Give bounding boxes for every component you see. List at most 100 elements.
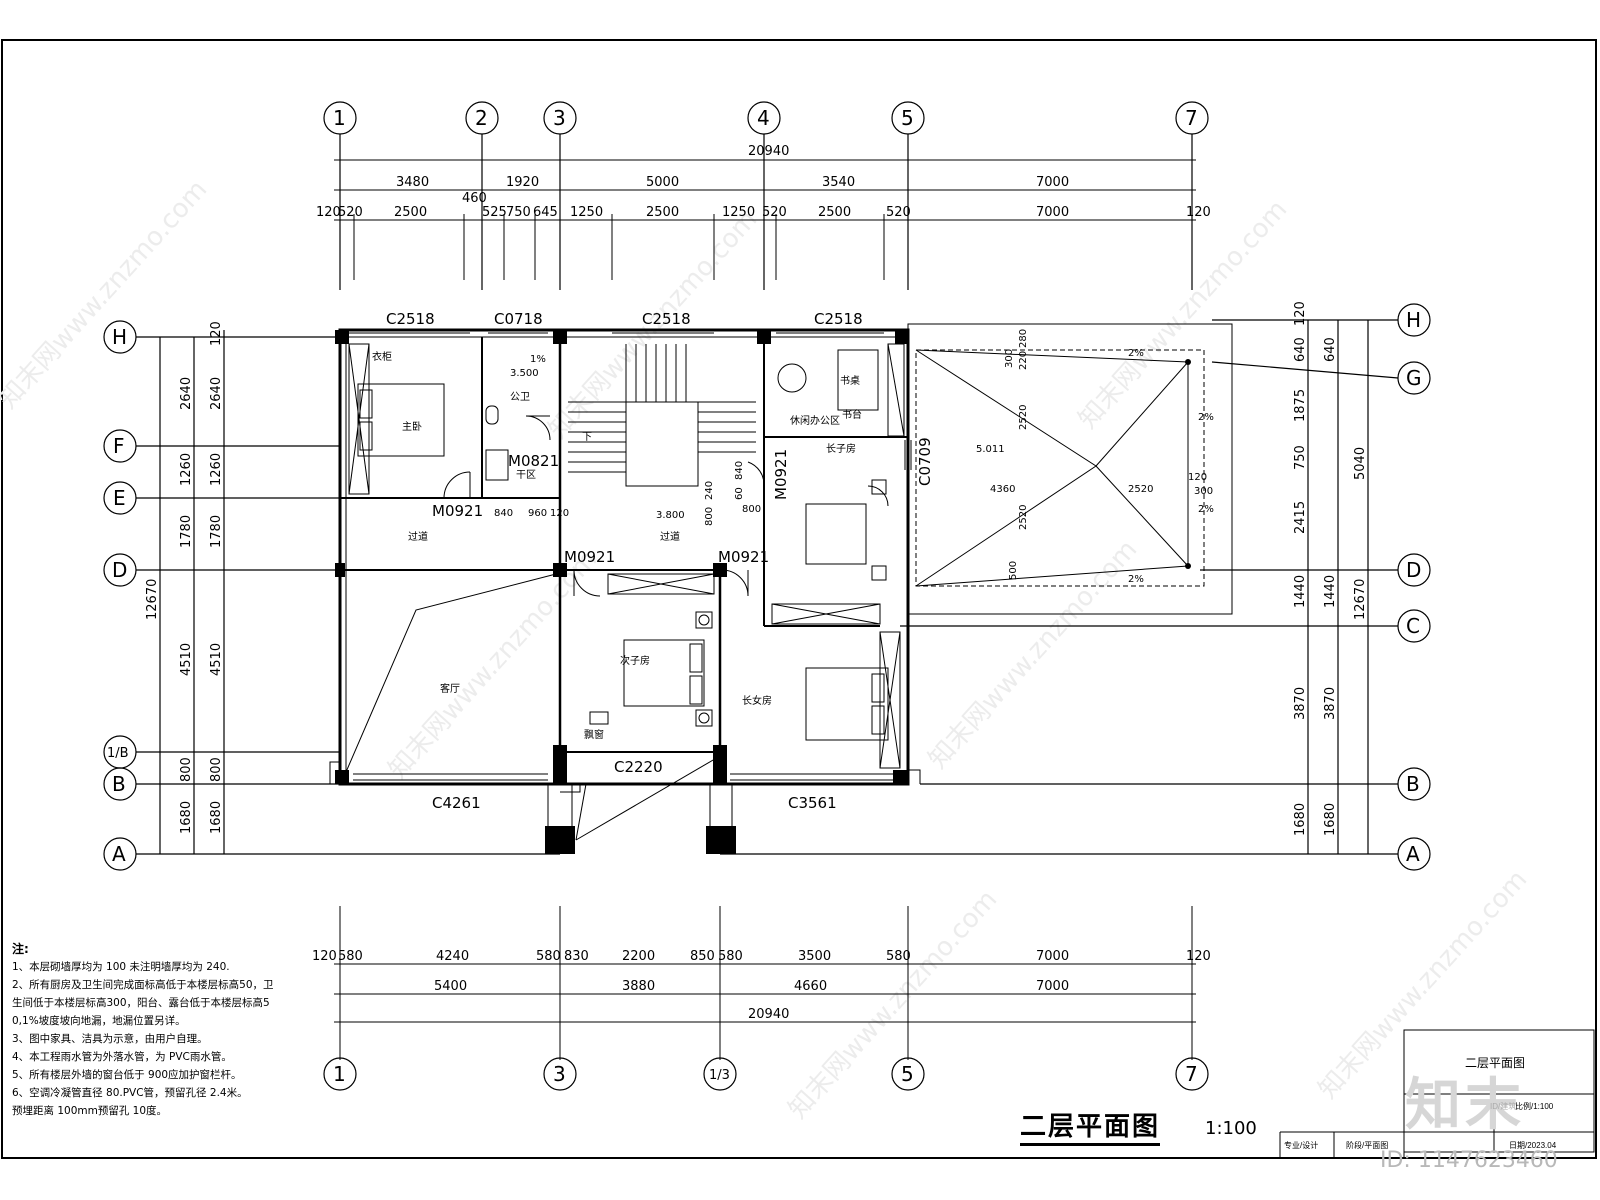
note-item: 6、空调冷凝管直径 80.PVC管，预留孔径 2.4米。 [12,1087,248,1099]
roof-dim: 300 [1194,486,1213,497]
dim-label: 2500 [394,205,427,220]
dim-label: 3500 [798,949,831,964]
furniture-label: 衣柜 [372,350,392,363]
dim-label: 3870 [1323,687,1338,720]
dim-label: 580 [338,949,363,964]
right-axis-markers [720,303,1431,871]
axis-label: D [1406,558,1421,582]
axis-label: 2 [475,106,488,130]
dim-label: 800 [179,757,194,782]
axis-label: 7 [1185,1062,1198,1086]
dim-label: 1250 [570,205,603,220]
axis-label: E [113,486,126,510]
titleblock-tag: ID/建筑 [1490,1102,1517,1111]
dim-label: 525 [482,205,507,220]
axis-label: 3 [553,1062,566,1086]
roof-dim: 280 [1018,329,1029,348]
window-code: C3561 [788,794,837,812]
dim-label: 4660 [794,979,827,994]
furniture-label: 飘窗 [584,728,604,741]
room-label-eldest-daughter: 长女房 [742,694,772,707]
note-item: 5、所有楼层外墙的窗台低于 900应加护窗栏杆。 [12,1069,242,1081]
small-dim: 960 [528,508,547,519]
top-dimension-lines [334,159,1196,280]
left-axis-markers [103,320,560,871]
sheet-border [1,39,1597,1159]
window-code: C2220 [614,758,663,776]
axis-label: H [1406,308,1421,332]
living-void-lines [345,573,721,841]
dim-label: 520 [762,205,787,220]
toilet [485,405,499,425]
drawing-scale: 1:100 [1205,1118,1257,1139]
wardrobes [348,343,905,769]
small-dim: 800 [704,507,715,526]
dim-label: 2640 [209,377,224,410]
dim-label: 120 [1186,205,1211,220]
notes-title: 注: [12,942,29,956]
structural-columns [335,330,909,854]
title-block [1279,1029,1595,1158]
roof-dim: 120 [1188,472,1207,483]
dim-label: 2200 [622,949,655,964]
dim-label: 750 [1293,445,1308,470]
doors [443,415,889,597]
axis-label: 7 [1185,106,1198,130]
slope-label: 1% [530,354,546,365]
dim-label: 1920 [506,175,539,190]
bottom-dimension-lines [334,906,1196,1060]
room-label-dry: 干区 [516,469,536,481]
window-code: C0718 [494,310,543,328]
dim-label: 1440 [1323,575,1338,608]
dim-label: 1780 [179,515,194,548]
axis-label: 1 [333,106,346,130]
titleblock-stage: 阶段/平面图 [1346,1141,1389,1150]
dim-label: 5000 [646,175,679,190]
dim-label: 4510 [209,643,224,676]
door-code: M0921 [564,548,615,566]
bottom-axis-markers [323,1057,1209,1091]
door-code: M0921 [432,502,483,520]
watermark-text: 知末网www.znzmo.com [1073,195,1293,435]
room-label-master: 主卧 [402,420,422,433]
titleblock-major: 专业/设计 [1284,1141,1319,1150]
dim-label: 120 [1293,301,1308,326]
dim-label: 1780 [209,515,224,548]
note-item: 0,1%坡度坡向地漏，地漏位置另详。 [12,1015,186,1027]
dim-label: 120 [312,949,337,964]
room-label-second-son: 次子房 [620,654,650,667]
dim-label: 4510 [179,643,194,676]
staircase [568,344,756,487]
watermark-text: 知末网www.znzmo.com [783,885,1003,1125]
dim-label: 460 [462,191,487,206]
dim-label: 7000 [1036,949,1069,964]
dim-label: 640 [1293,337,1308,362]
axis-label: 5 [901,106,914,130]
axis-label: 5 [901,1062,914,1086]
dim-label: 3870 [1293,687,1308,720]
furniture-label: 书台 [842,408,862,421]
note-item: 4、本工程雨水管为外落水管，为 PVC雨水管。 [12,1051,232,1063]
drawing-title: 二层平面图 [1020,1106,1161,1146]
room-label-corridor: 过道 [660,530,680,543]
small-dim: 240 [704,481,715,500]
note-item: 1、本层砌墙厚均为 100 未注明墙厚均为 240. [12,961,230,973]
axis-label: B [112,772,126,796]
dim-label: 580 [886,949,911,964]
eldest-son-bed [805,503,867,565]
small-dim: 840 [734,461,745,480]
dim-label: 7000 [1036,979,1069,994]
window-code: C2518 [386,310,435,328]
exterior-wall [338,328,910,786]
dim-label: 850 [690,949,715,964]
slope-label: 2% [1128,348,1144,359]
roof-dim: 300 [1004,349,1015,368]
master-bed [357,383,445,457]
axis-label: A [112,842,126,866]
dim-label: 2415 [1293,501,1308,534]
roof-plan [907,323,1233,615]
window-code: C2518 [814,310,863,328]
roof-dim: 220 [1018,351,1029,370]
dim-label: 5400 [434,979,467,994]
door-code: M0921 [718,548,769,566]
